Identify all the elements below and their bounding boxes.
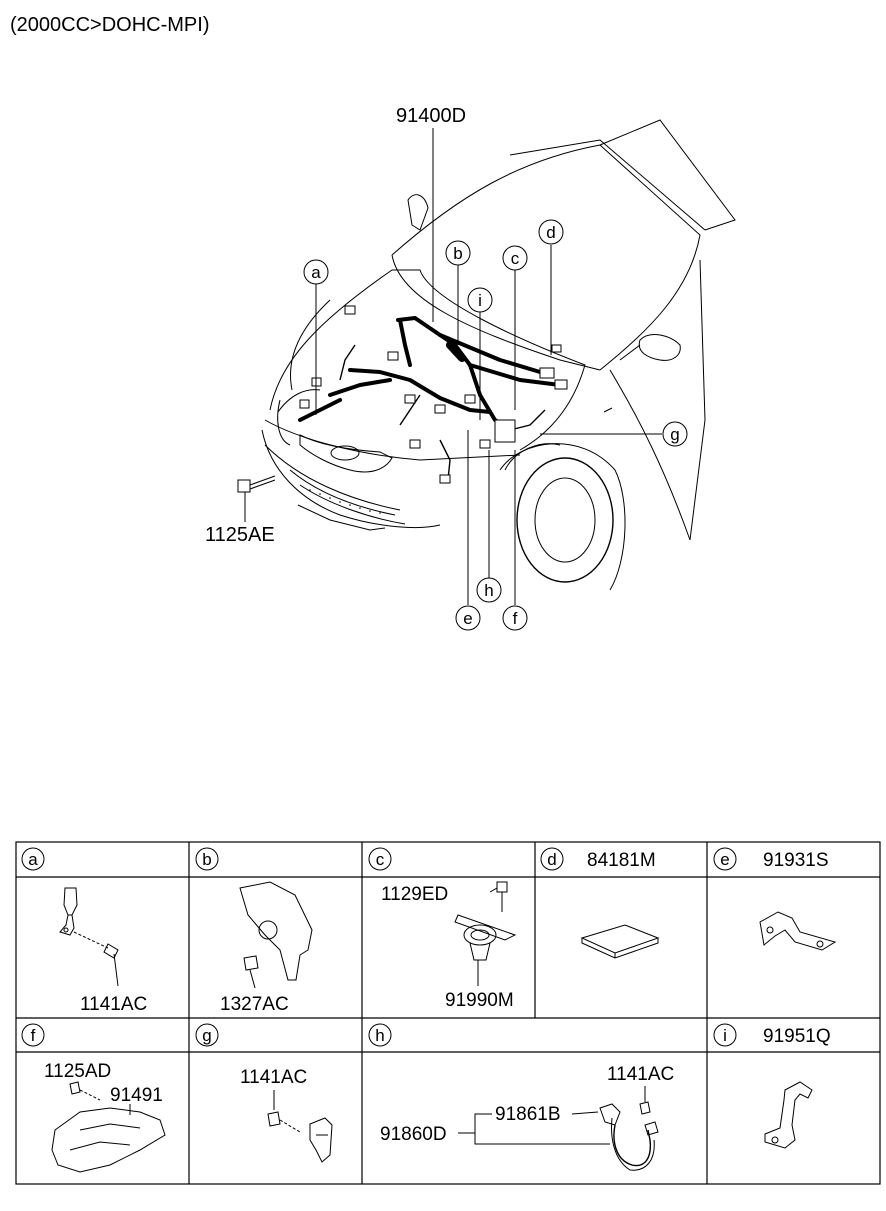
cell-d-header: d 84181M [540, 847, 656, 871]
cell-i-header: i 91951Q [713, 1023, 831, 1047]
page-header: (2000CC>DOHC-MPI) [10, 14, 210, 36]
cell-a-drawing [59, 887, 119, 987]
svg-text:g: g [670, 425, 679, 444]
wiring-harness [298, 305, 568, 484]
cell-a-header: a [21, 847, 45, 871]
callout-g: g [662, 421, 688, 447]
cell-b-drawing [239, 881, 313, 989]
car-illustration [261, 119, 736, 591]
cell-f-drawing [51, 1081, 166, 1173]
cell-i-drawing [764, 1081, 813, 1149]
svg-text:h: h [375, 1026, 384, 1045]
leader-lines [244, 128, 662, 605]
cell-e-part: 91931S [763, 850, 829, 871]
svg-text:a: a [28, 850, 38, 869]
kia-badge [330, 445, 360, 461]
svg-text:g: g [202, 1026, 211, 1045]
cell-h-drawing [458, 1086, 659, 1171]
svg-text:d: d [547, 850, 556, 869]
callout-f: f [502, 605, 528, 631]
cell-c-drawing [454, 881, 517, 986]
svg-text:d: d [546, 223, 555, 242]
callout-h: h [476, 577, 502, 603]
parts-grid [15, 841, 881, 1185]
callout-a: a [303, 259, 329, 285]
cell-c-part-1: 1129ED [381, 884, 448, 905]
cell-d-part: 84181M [587, 850, 656, 871]
svg-text:e: e [463, 609, 472, 628]
bolt-part-label: 1125AE [205, 524, 275, 546]
svg-text:b: b [453, 244, 462, 263]
svg-text:f: f [513, 609, 518, 628]
cell-a-part-1: 1141AC [80, 994, 147, 1015]
svg-text:e: e [720, 850, 729, 869]
cell-c-part-2: 91990M [445, 990, 514, 1011]
cell-d-drawing [580, 924, 660, 959]
cell-g-drawing [267, 1090, 333, 1163]
cell-b-header: b [195, 847, 219, 871]
cell-c-header: c [368, 847, 392, 871]
cell-i-part: 91951Q [763, 1026, 831, 1047]
svg-text:h: h [484, 581, 493, 600]
cell-f-part-2: 91491 [110, 1085, 163, 1106]
cell-e-drawing [759, 911, 837, 951]
svg-text:a: a [311, 263, 321, 282]
cell-f-part-1: 1125AD [44, 1061, 111, 1082]
bolt-1125ae [237, 475, 276, 493]
svg-text:i: i [723, 1026, 727, 1045]
callout-e: e [455, 605, 481, 631]
cell-f-header: f [21, 1023, 45, 1047]
svg-text:i: i [478, 291, 482, 310]
callout-i: i [467, 287, 493, 313]
cell-g-header: g [195, 1023, 219, 1047]
callout-c: c [502, 245, 528, 271]
cell-b-part-1: 1327AC [220, 994, 289, 1015]
cell-g-part-1: 1141AC [240, 1067, 307, 1088]
cell-h-part-1: 1141AC [607, 1064, 674, 1085]
harness-part-label: 91400D [396, 105, 466, 127]
callout-d: d [538, 219, 564, 245]
cell-e-header: e 91931S [713, 847, 829, 871]
svg-text:c: c [511, 249, 520, 268]
cell-h-part-2: 91861B [495, 1104, 561, 1125]
svg-text:b: b [202, 850, 211, 869]
callout-b: b [445, 240, 471, 266]
svg-text:c: c [376, 850, 385, 869]
cell-h-part-3: 91860D [380, 1124, 447, 1145]
svg-text:f: f [31, 1026, 36, 1045]
cell-h-header: h [368, 1023, 392, 1047]
front-wheel [516, 457, 614, 583]
